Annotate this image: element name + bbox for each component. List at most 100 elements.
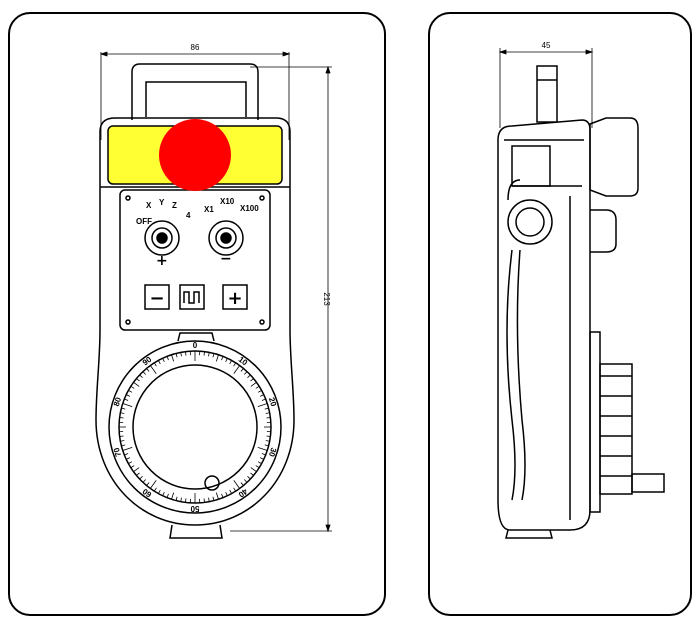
handwheel-tick <box>250 472 254 476</box>
handwheel-tick <box>261 453 266 456</box>
scale-number: 80 <box>112 396 123 408</box>
handwheel-tick <box>259 394 264 397</box>
axis-label-off: OFF <box>136 217 152 226</box>
side-estop <box>589 117 639 197</box>
handwheel-tick <box>153 362 157 367</box>
handwheel-tick <box>240 368 244 372</box>
handwheel-tick <box>150 365 157 374</box>
handwheel-tick <box>162 358 165 363</box>
handwheel-tick <box>233 362 237 367</box>
axis-label-4: 4 <box>186 211 191 220</box>
handwheel-tick <box>185 351 187 356</box>
axis-label-x: X <box>146 201 152 210</box>
handwheel-tick <box>130 465 135 469</box>
handwheel-tick <box>180 497 182 502</box>
depth-dimension-label: 45 <box>542 41 551 50</box>
plus-button[interactable] <box>222 284 248 310</box>
handwheel-tick <box>146 368 150 372</box>
step-selector-knob[interactable] <box>208 220 244 256</box>
handwheel-tick <box>136 378 140 382</box>
minus-button[interactable] <box>144 284 170 310</box>
handwheel-tick <box>247 475 251 480</box>
height-dimension-label: 213 <box>322 292 331 306</box>
handwheel-tick <box>171 354 175 362</box>
side-selector-knob <box>507 199 553 245</box>
handwheel-tick <box>215 354 219 362</box>
height-dimension <box>230 65 332 533</box>
handwheel-tick <box>130 385 135 389</box>
scale-number: 30 <box>267 447 278 459</box>
scale-number: 0 <box>193 341 198 350</box>
axis-selector-labels: OFF X Y Z 4 + <box>136 198 191 269</box>
handwheel-tick <box>136 472 140 476</box>
handwheel-tick <box>255 385 260 389</box>
handwheel-tick <box>122 403 133 407</box>
side-view <box>497 48 665 539</box>
handwheel-tick <box>146 482 150 486</box>
handwheel-tick <box>259 457 264 460</box>
side-view-panel <box>428 12 692 616</box>
handwheel-tick <box>142 371 147 375</box>
handwheel-tick <box>233 487 237 492</box>
side-bottom-foot <box>505 529 553 539</box>
handwheel-tick <box>212 353 215 358</box>
handwheel-tick <box>158 489 161 494</box>
side-handwheel <box>589 331 665 513</box>
handwheel-tick <box>221 356 224 361</box>
handwheel-tick <box>139 374 143 379</box>
jog-button[interactable] <box>179 284 205 310</box>
pendant-body-outline <box>95 132 295 526</box>
scale-number: 20 <box>267 396 278 408</box>
handwheel-tick <box>257 390 262 393</box>
handwheel-tick <box>121 407 126 410</box>
step-label-x10: X10 <box>220 197 235 206</box>
axis-selector-knob[interactable] <box>144 220 180 256</box>
step-label-x1: X1 <box>204 205 214 214</box>
step-label-x100: X100 <box>240 204 259 213</box>
handwheel[interactable] <box>108 332 282 514</box>
handwheel-tick <box>124 398 129 401</box>
handwheel-tick <box>122 447 133 451</box>
scale-number: 90 <box>141 354 154 367</box>
width-dimension-label: 86 <box>191 43 200 52</box>
handwheel-tick <box>162 491 165 496</box>
handwheel-tick <box>221 493 224 498</box>
handwheel-tick <box>124 453 129 456</box>
handwheel-tick <box>139 475 143 480</box>
handwheel-tick <box>261 398 266 401</box>
scale-number: 70 <box>112 446 123 458</box>
handwheel-tick <box>180 352 182 357</box>
handwheel-tick <box>203 498 205 503</box>
wave-icon <box>183 291 200 304</box>
axis-label-y: Y <box>159 198 165 207</box>
handwheel-tick <box>119 435 124 437</box>
handwheel-tick <box>225 358 228 363</box>
front-view-panel <box>8 12 386 616</box>
handwheel-tick <box>142 479 147 483</box>
scale-number: 10 <box>237 355 250 368</box>
handwheel-tick <box>265 440 270 442</box>
handwheel-tick <box>215 492 219 500</box>
handwheel-tick <box>229 489 232 494</box>
axis-sign-plus: + <box>156 253 168 269</box>
handwheel-tick <box>121 444 126 447</box>
side-body-outline <box>497 119 591 531</box>
step-selector-labels: X1 X10 X100 − <box>204 197 259 267</box>
emergency-stop-button[interactable] <box>159 119 231 191</box>
front-view: 86 213 <box>95 43 332 539</box>
handwheel-tick <box>203 351 205 356</box>
handwheel-tick <box>247 374 251 379</box>
handwheel-tick <box>166 493 169 498</box>
side-protrusion <box>590 209 617 253</box>
handwheel-tick <box>175 496 178 501</box>
handwheel-tick <box>257 461 262 464</box>
handwheel-tick <box>264 444 269 447</box>
handwheel-tick <box>126 394 131 397</box>
handwheel-crank-hole <box>204 475 220 491</box>
scale-number: 40 <box>236 487 249 500</box>
handwheel-tick <box>250 378 254 382</box>
handwheel-tick <box>208 497 210 502</box>
plus-button-label: + <box>227 288 242 309</box>
hanging-hook <box>131 63 259 120</box>
